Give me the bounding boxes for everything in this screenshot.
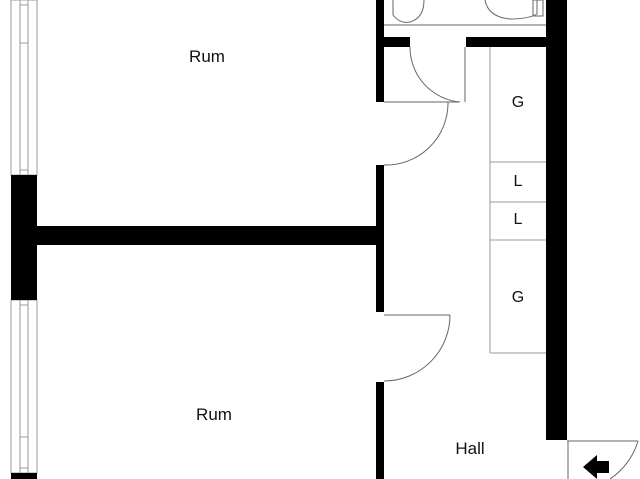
room-label-lower: Rum bbox=[196, 405, 232, 424]
cabinet-label: G bbox=[511, 94, 525, 111]
left-window-upper bbox=[10, 0, 38, 176]
cabinet-label: L bbox=[513, 173, 523, 190]
doors bbox=[383, 46, 639, 479]
hall-label: Hall bbox=[455, 439, 485, 458]
room-label-upper: Rum bbox=[189, 47, 225, 66]
walls bbox=[11, 0, 567, 479]
cabinet-label: L bbox=[513, 211, 523, 228]
entrance-arrow-icon bbox=[583, 455, 609, 479]
cabinet-label: G bbox=[511, 289, 525, 306]
left-window-lower bbox=[10, 299, 38, 474]
cabinets bbox=[489, 47, 546, 354]
bathroom-fixtures bbox=[384, 0, 546, 26]
